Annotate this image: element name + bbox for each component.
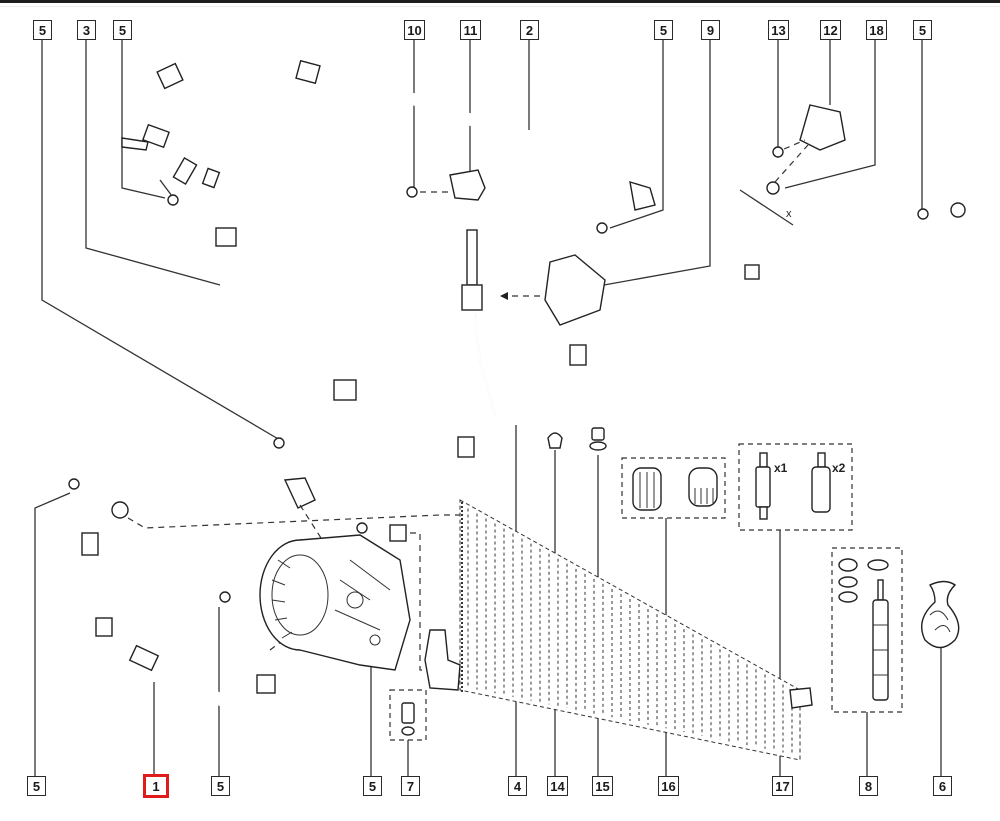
callout-2[interactable]: 2 [520,20,539,40]
dimension-x-label: x [786,208,792,220]
leader-lines-top [41,38,923,441]
callout-9[interactable]: 9 [701,20,720,40]
callout-8[interactable]: 8 [859,776,878,796]
sensor-bracket-12: x [739,104,846,226]
top-divider [0,6,1000,7]
callout-3[interactable]: 3 [77,20,96,40]
bracket-9 [500,254,606,326]
compressor [259,534,411,671]
callout-6[interactable]: 6 [933,776,952,796]
callout-5[interactable]: 5 [363,776,382,796]
quantity-label-x1: x1 [774,461,788,475]
part-17-valves [738,443,853,531]
callout-15[interactable]: 15 [592,776,613,796]
callout-1-highlighted[interactable]: 1 [143,774,169,798]
callout-5[interactable]: 5 [33,20,52,40]
callout-11[interactable]: 11 [460,20,481,40]
top-border-bar [0,0,1000,3]
part-7-group [389,689,427,741]
part-6-bag [921,580,960,649]
hose-3 [121,123,357,509]
hose-1 [45,501,276,716]
callout-10[interactable]: 10 [404,20,425,40]
callout-5[interactable]: 5 [211,776,230,796]
callout-17[interactable]: 17 [772,776,793,796]
quantity-label-x2: x2 [832,461,846,475]
callout-13[interactable]: 13 [768,20,789,40]
callout-5[interactable]: 5 [654,20,673,40]
callout-5[interactable]: 5 [113,20,132,40]
bracket-11 [406,169,486,201]
pipe-4 [364,202,966,542]
condenser [424,499,813,761]
callout-18[interactable]: 18 [866,20,887,40]
callout-7[interactable]: 7 [401,776,420,796]
bolts [68,179,929,603]
callout-12[interactable]: 12 [820,20,841,40]
callout-16[interactable]: 16 [658,776,679,796]
hose-2 [133,53,656,241]
callout-14[interactable]: 14 [547,776,568,796]
part-8-dryer [831,547,903,713]
callout-5[interactable]: 5 [913,20,932,40]
callout-5[interactable]: 5 [27,776,46,796]
parts-14-15 [547,427,607,451]
part-16-caps [621,457,726,519]
callout-4[interactable]: 4 [508,776,527,796]
